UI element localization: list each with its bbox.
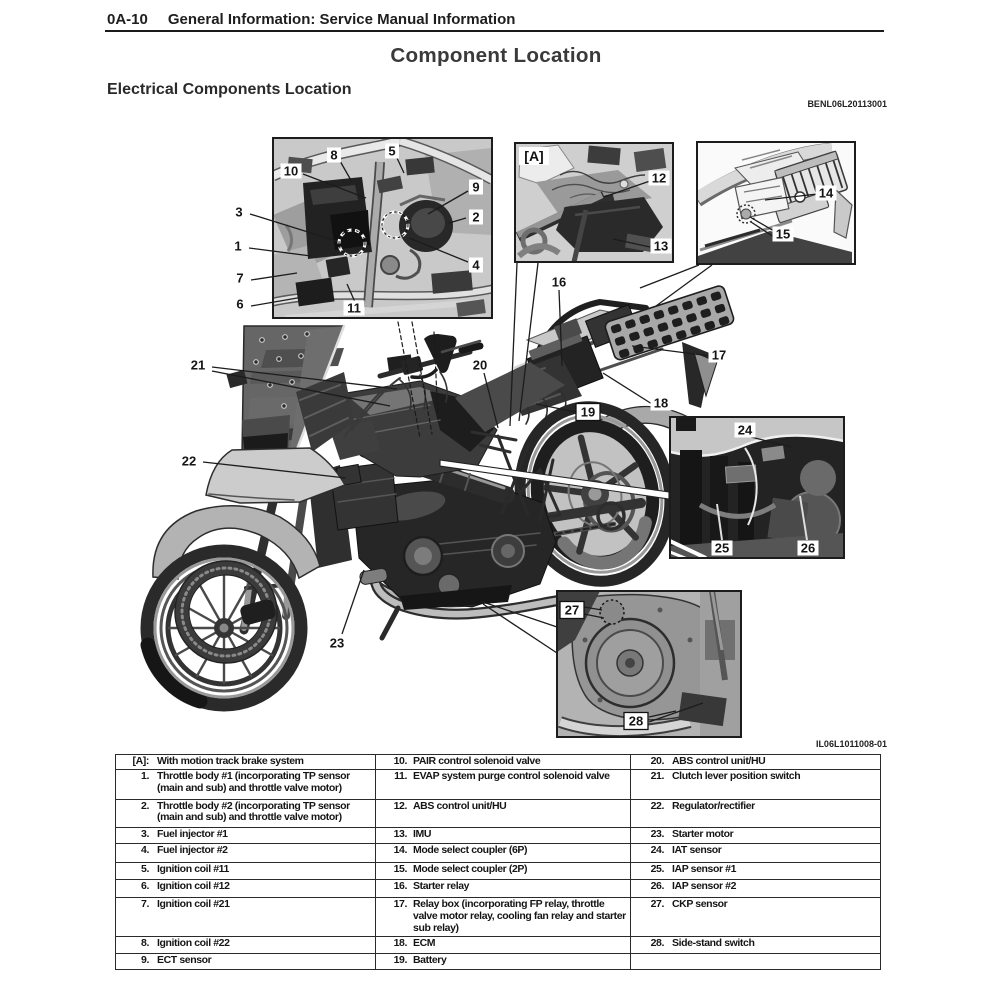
svg-text:14: 14 bbox=[819, 186, 834, 201]
svg-text:15: 15 bbox=[776, 227, 790, 242]
svg-text:19: 19 bbox=[581, 405, 595, 420]
svg-text:27: 27 bbox=[565, 603, 579, 618]
svg-text:11: 11 bbox=[347, 301, 361, 316]
svg-text:24: 24 bbox=[738, 423, 753, 438]
svg-text:5: 5 bbox=[388, 144, 395, 159]
svg-text:10: 10 bbox=[284, 164, 298, 179]
svg-text:21: 21 bbox=[191, 358, 205, 373]
svg-text:1: 1 bbox=[234, 239, 241, 254]
svg-text:28: 28 bbox=[629, 714, 643, 729]
svg-text:3: 3 bbox=[235, 205, 242, 220]
svg-text:9: 9 bbox=[472, 180, 479, 195]
svg-text:8: 8 bbox=[330, 148, 337, 163]
svg-text:22: 22 bbox=[182, 454, 196, 469]
svg-text:6: 6 bbox=[236, 297, 243, 312]
svg-text:23: 23 bbox=[330, 636, 344, 651]
svg-text:12: 12 bbox=[652, 171, 666, 186]
svg-text:[A]: [A] bbox=[524, 148, 543, 164]
svg-text:2: 2 bbox=[472, 210, 479, 225]
svg-text:16: 16 bbox=[552, 275, 566, 290]
svg-text:18: 18 bbox=[654, 396, 668, 411]
svg-text:4: 4 bbox=[472, 258, 480, 273]
svg-text:13: 13 bbox=[654, 239, 668, 254]
svg-text:20: 20 bbox=[473, 358, 487, 373]
svg-text:17: 17 bbox=[712, 348, 726, 363]
svg-text:26: 26 bbox=[801, 541, 815, 556]
svg-text:7: 7 bbox=[236, 271, 243, 286]
svg-text:25: 25 bbox=[715, 541, 729, 556]
